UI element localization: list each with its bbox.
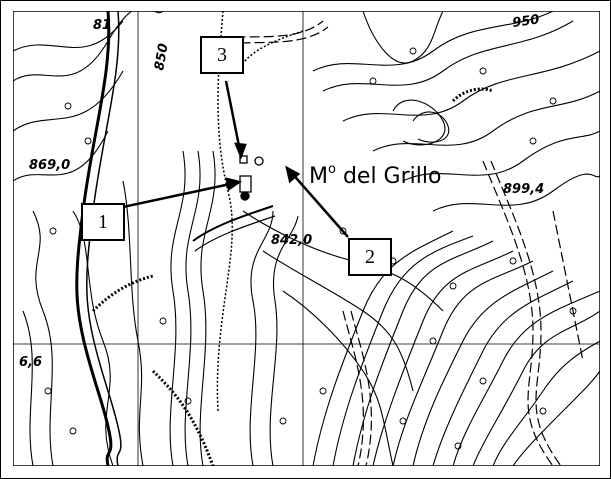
- contour-lines: [13, 11, 600, 466]
- contour-label: 850: [152, 42, 171, 71]
- contour-label: 950: [511, 12, 540, 31]
- callout-label: 2: [365, 245, 375, 268]
- vegetation-symbols: [44, 47, 577, 450]
- callout-box-1: 1: [81, 203, 125, 241]
- callout-box-2: 2: [348, 238, 392, 276]
- elevation-label: 842,0: [271, 233, 312, 248]
- callout-box-3: 3: [200, 36, 244, 74]
- callout-arrows: [122, 80, 349, 238]
- callout-label: 3: [217, 43, 227, 66]
- place-name: Mo del Grillo: [309, 162, 441, 189]
- elevation-label: 6,6: [19, 355, 42, 370]
- main-road: [75, 11, 276, 466]
- elevation-label: 869,0: [29, 158, 70, 173]
- contour-label: 81: [93, 18, 111, 33]
- grid-lines: [13, 11, 600, 466]
- callout-label: 1: [98, 210, 108, 233]
- building-markers: [239, 155, 264, 201]
- elevation-label: 899,4: [503, 182, 544, 197]
